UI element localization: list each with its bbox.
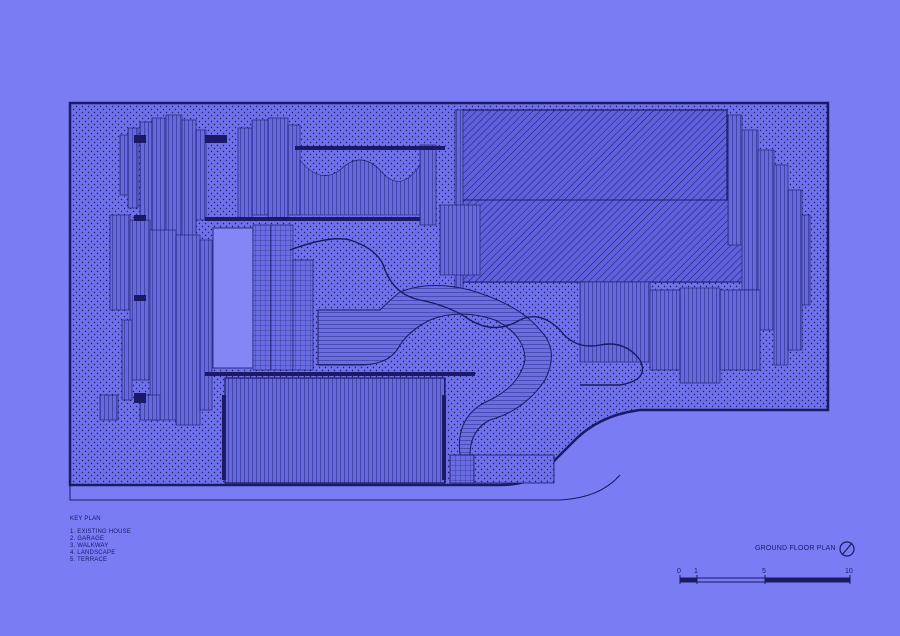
garage-block bbox=[224, 377, 446, 484]
scale-bar bbox=[679, 575, 851, 584]
terrace-paving bbox=[252, 224, 314, 371]
walkway-wave bbox=[289, 238, 644, 386]
tree-canopy-top bbox=[237, 117, 437, 226]
legend-item: 3. WALKWAY bbox=[70, 543, 109, 549]
legend-item: 4. LANDSCAPE bbox=[70, 550, 116, 556]
walls bbox=[134, 135, 475, 403]
scale-label: 1 bbox=[694, 568, 698, 575]
garage-wall-left bbox=[222, 395, 226, 480]
key-plan-legend: KEY PLAN 1. EXISTING HOUSE 2. GARAGE 3. … bbox=[70, 516, 131, 564]
legend-item: 5. TERRACE bbox=[70, 557, 108, 563]
scale-label: 0 bbox=[677, 568, 681, 575]
scale-label: 10 bbox=[845, 568, 853, 575]
legend-item: 1. EXISTING HOUSE bbox=[70, 529, 132, 535]
footpath bbox=[69, 474, 621, 501]
north-arrow-icon bbox=[839, 541, 855, 557]
key-plan-title: KEY PLAN bbox=[70, 516, 101, 522]
tree-canopy-right bbox=[439, 114, 811, 384]
entry-steps bbox=[449, 454, 475, 484]
driveway-strip bbox=[473, 454, 555, 484]
terrace-area bbox=[212, 227, 254, 369]
scale-label: 5 bbox=[762, 568, 766, 575]
legend-item: 2. GARAGE bbox=[70, 536, 105, 542]
garage-wall-right bbox=[442, 395, 446, 480]
plan-title: GROUND FLOOR PLAN bbox=[755, 545, 836, 552]
